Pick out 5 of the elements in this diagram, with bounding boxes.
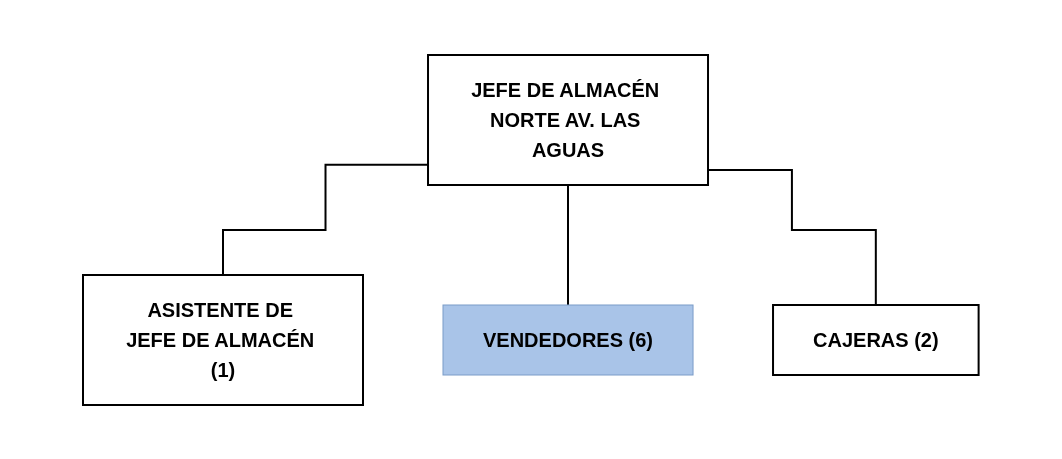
node-box: CAJERAS (2) (772, 303, 980, 376)
node-box: VENDEDORES (6) (442, 304, 694, 375)
node-box: JEFE DE ALMACÉN NORTE AV. LAS AGUAS (427, 53, 710, 186)
node-box: ASISTENTE DE JEFE DE ALMACÉN (1) (82, 273, 365, 406)
connector (567, 183, 570, 306)
